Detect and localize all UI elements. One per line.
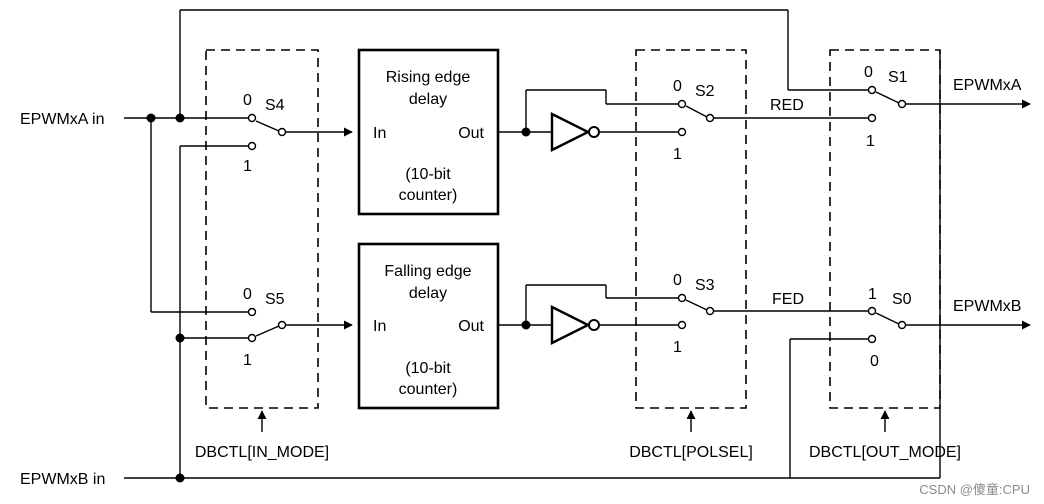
s1-bottom: 1 bbox=[866, 133, 875, 150]
s5-label: S5 bbox=[265, 291, 285, 308]
s4-top: 0 bbox=[243, 92, 252, 109]
falling-in-label: In bbox=[373, 318, 386, 335]
input-a-label: EPWMxA in bbox=[20, 111, 104, 128]
rising-output-wiring bbox=[498, 89, 678, 133]
rising-inverter bbox=[550, 112, 600, 152]
switch-s1 bbox=[867, 85, 1031, 123]
in-mode-register-label: DBCTL[IN_MODE] bbox=[195, 444, 329, 461]
falling-edge-delay-block bbox=[357, 242, 500, 410]
watermark: CSDN @傻童:CPU bbox=[919, 482, 1030, 497]
switch-s3 bbox=[677, 293, 868, 330]
polsel-region bbox=[635, 49, 747, 409]
junction-a1 bbox=[146, 113, 156, 123]
falling-counter-2: counter) bbox=[399, 381, 458, 398]
junction-a2 bbox=[175, 113, 185, 123]
rising-counter-1: (10-bit bbox=[405, 166, 451, 183]
s2-bottom: 1 bbox=[673, 146, 682, 163]
s2-top: 0 bbox=[673, 78, 682, 95]
rising-edge-delay-block bbox=[357, 48, 500, 216]
rising-out-label: Out bbox=[458, 125, 484, 142]
rising-junction bbox=[521, 127, 531, 137]
falling-title-2: delay bbox=[409, 285, 447, 302]
junction-b1 bbox=[175, 333, 185, 343]
falling-counter-1: (10-bit bbox=[405, 360, 451, 377]
s3-label: S3 bbox=[695, 277, 715, 294]
falling-junction bbox=[521, 320, 531, 330]
falling-output-wiring bbox=[498, 284, 678, 326]
s0-top: 1 bbox=[868, 286, 877, 303]
falling-inverter bbox=[550, 305, 600, 345]
switch-s4 bbox=[247, 113, 353, 151]
s3-top: 0 bbox=[673, 272, 682, 289]
rising-title-1: Rising edge bbox=[386, 69, 471, 86]
input-b-wiring bbox=[124, 50, 941, 479]
switch-s0 bbox=[789, 306, 1031, 478]
in-mode-region bbox=[205, 49, 319, 409]
s0-label: S0 bbox=[892, 291, 912, 308]
s0-bottom: 0 bbox=[870, 353, 879, 370]
junction-b2 bbox=[175, 473, 185, 483]
s3-bottom: 1 bbox=[673, 339, 682, 356]
s5-top: 0 bbox=[243, 286, 252, 303]
falling-out-label: Out bbox=[458, 318, 484, 335]
s1-top: 0 bbox=[864, 64, 873, 81]
input-a-wiring bbox=[124, 9, 868, 313]
output-b-label: EPWMxB bbox=[953, 298, 1021, 315]
out-mode-register-label: DBCTL[OUT_MODE] bbox=[809, 444, 961, 461]
switch-s5 bbox=[247, 307, 353, 343]
rising-counter-2: counter) bbox=[399, 187, 458, 204]
rising-title-2: delay bbox=[409, 91, 447, 108]
fed-signal-label: FED bbox=[772, 291, 804, 308]
input-b-label: EPWMxB in bbox=[20, 471, 105, 488]
output-a-label: EPWMxA bbox=[953, 77, 1022, 94]
rising-in-label: In bbox=[373, 125, 386, 142]
s2-label: S2 bbox=[695, 83, 715, 100]
switch-s2 bbox=[677, 99, 868, 137]
s1-label: S1 bbox=[888, 69, 908, 86]
s4-label: S4 bbox=[265, 97, 285, 114]
s5-bottom: 1 bbox=[243, 352, 252, 369]
red-signal-label: RED bbox=[770, 97, 804, 114]
falling-title-1: Falling edge bbox=[384, 263, 471, 280]
s4-bottom: 1 bbox=[243, 158, 252, 175]
polsel-register-label: DBCTL[POLSEL] bbox=[629, 444, 753, 461]
